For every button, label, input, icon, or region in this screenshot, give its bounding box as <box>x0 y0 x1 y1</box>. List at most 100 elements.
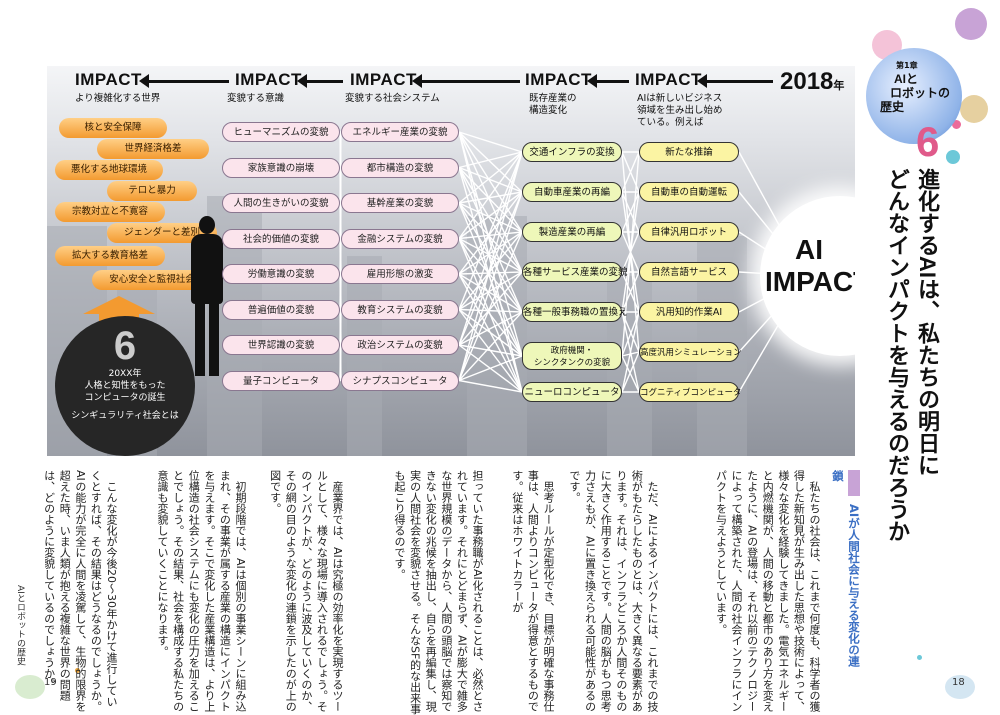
world-issue: ジェンダーと差別 <box>107 223 217 243</box>
world-issue: 宗教対立と不寛容 <box>55 202 165 222</box>
consciousness-node: 労働意識の変貌 <box>222 264 340 284</box>
connection-line <box>458 238 523 357</box>
connection-line <box>458 311 523 346</box>
consciousness-node: 社会的価値の変貌 <box>222 228 340 249</box>
industry-node: ニューロコンピュータ <box>522 382 622 402</box>
industry-node: 政府機関・ シンクタンクの変貌 <box>522 342 622 370</box>
connection-line <box>458 271 523 346</box>
connection-line <box>458 311 523 381</box>
singularity-number: 6 <box>113 324 137 368</box>
section-heading-mark-icon <box>848 470 860 496</box>
year-label: 2018年 <box>780 68 845 95</box>
connection-line <box>458 131 523 233</box>
chapter-title-line1: AIと <box>894 72 919 86</box>
consciousness-node: 人間の生きがいの変貌 <box>222 193 340 213</box>
connection-line <box>458 202 523 233</box>
decor-dot <box>952 120 961 129</box>
ai-business-node: 自動車の自動運転 <box>639 182 739 202</box>
ai-impact-line2: IMPACT <box>765 266 855 297</box>
connection-line <box>458 231 523 275</box>
consciousness-node: 量子コンピュータ <box>222 370 340 391</box>
connection-line <box>458 191 523 275</box>
connection-line <box>458 202 523 357</box>
singularity-line4: シンギュラリティ社会とは <box>71 411 179 421</box>
connection-line <box>621 355 640 393</box>
connection-line <box>458 231 523 381</box>
connection-line <box>458 131 523 273</box>
body-column-2: ただ、AIによるインパクトには、これまでの技術がもたらしたものとは、大きく異なる… <box>568 470 659 712</box>
connection-line <box>458 271 523 311</box>
ai-impact-line1: AI <box>795 234 823 265</box>
industry-node: 自動車産業の再編 <box>522 182 622 202</box>
header-sub-3: 変貌する社会システム <box>345 93 440 104</box>
chapter-title-line2: ロボットの <box>890 86 951 100</box>
header-sub-5: AIは新しいビジネス 領域を生み出し始め ている。例えば <box>637 93 723 128</box>
decor-dot <box>955 8 987 40</box>
consciousness-node: 家族意識の崩壊 <box>222 157 340 178</box>
connection-line <box>621 151 640 193</box>
decor-dot <box>960 95 988 123</box>
social-system-node: 金融システムの変貌 <box>341 228 459 249</box>
connection-line <box>458 151 523 239</box>
header-impact-2: IMPACT <box>235 70 302 89</box>
decor-dot <box>945 675 975 699</box>
connection-line <box>621 151 640 357</box>
header-sub-4: 既存産業の 構造変化 <box>529 93 577 116</box>
singularity-line1: 20XX年 <box>108 369 142 379</box>
connection-line <box>458 202 523 313</box>
header-impact-5: IMPACT <box>635 70 702 89</box>
social-system-node: 政治システムの変貌 <box>341 335 459 355</box>
ai-business-node: 高度汎用シミュレーション <box>639 342 742 362</box>
social-system-node: 基幹産業の変貌 <box>341 193 459 213</box>
world-issue: 世界経済格差 <box>97 139 209 159</box>
section-number: 6 <box>916 118 940 165</box>
connection-line <box>621 191 640 233</box>
arrow-left-icon <box>139 74 229 88</box>
connection-line <box>458 202 523 273</box>
social-system-node: 雇用形態の激変 <box>341 264 459 284</box>
header-impact-3: IMPACT <box>350 70 417 89</box>
connection-line <box>458 231 523 240</box>
headline: 進化するAIは、私たちの明日に どんなインパクトを与えるのだろうか <box>882 168 942 688</box>
connection-line <box>458 191 523 240</box>
background-building <box>347 256 382 456</box>
arrow-left-icon <box>412 74 520 88</box>
body-column-4: 担っていた事務職がAI化されることは、必然とされています。それにとどまらず、AI… <box>393 470 484 715</box>
connection-line <box>458 379 523 393</box>
industry-node: 各種サービス産業の変貌 <box>522 262 628 282</box>
page-number-right: 18 <box>952 677 965 688</box>
connection-line <box>458 191 523 204</box>
body-column-3: 思考ルールが定型化でき、目標が明確な事務仕事は、人間よりコンピュータが得意とする… <box>510 470 555 712</box>
industry-node: 各種一般事務職の置換え <box>522 302 628 322</box>
connection-line <box>458 344 523 357</box>
connection-line <box>458 191 523 381</box>
connection-line <box>458 271 523 275</box>
connection-line <box>621 311 640 393</box>
ai-business-node: コグニティブコンピュータ <box>639 382 742 402</box>
connection-line <box>458 273 523 357</box>
world-issue: 悪化する地球環境 <box>55 160 163 180</box>
consciousness-node: ヒューマニズムの変貌 <box>222 122 340 142</box>
connection-line <box>458 273 523 313</box>
section-heading: AIが人間社会に与える変化の連鎖 <box>830 470 862 670</box>
running-title: AIとロボットの歴史 <box>15 585 25 666</box>
connection-line <box>458 151 523 381</box>
world-issue: テロと暴力 <box>107 181 197 201</box>
connection-line <box>621 351 640 393</box>
impact-infographic: 2018年 IMPACT IMPACT IMPACT IMPACT IMPACT… <box>47 66 855 456</box>
body-column-5: 産業界では、AIは究極の効率化を実現するツールとして、様々な現場に導入されるでし… <box>268 470 344 712</box>
connection-line <box>458 308 523 313</box>
connection-line <box>458 151 523 204</box>
chapter-title: AIと ロボットの 歴史 <box>880 72 950 114</box>
arrow-left-icon <box>697 74 773 88</box>
connection-line <box>458 131 523 153</box>
connection-line <box>458 237 523 273</box>
decor-dot <box>15 675 45 699</box>
social-system-node: エネルギー産業の変貌 <box>341 122 459 142</box>
connection-line <box>458 355 523 382</box>
world-issue: 核と安全保障 <box>59 118 167 138</box>
connection-line <box>458 238 523 313</box>
singularity-line3: コンピュータの誕生 <box>84 393 166 403</box>
connection-line <box>458 167 523 273</box>
decor-dot <box>917 655 922 660</box>
